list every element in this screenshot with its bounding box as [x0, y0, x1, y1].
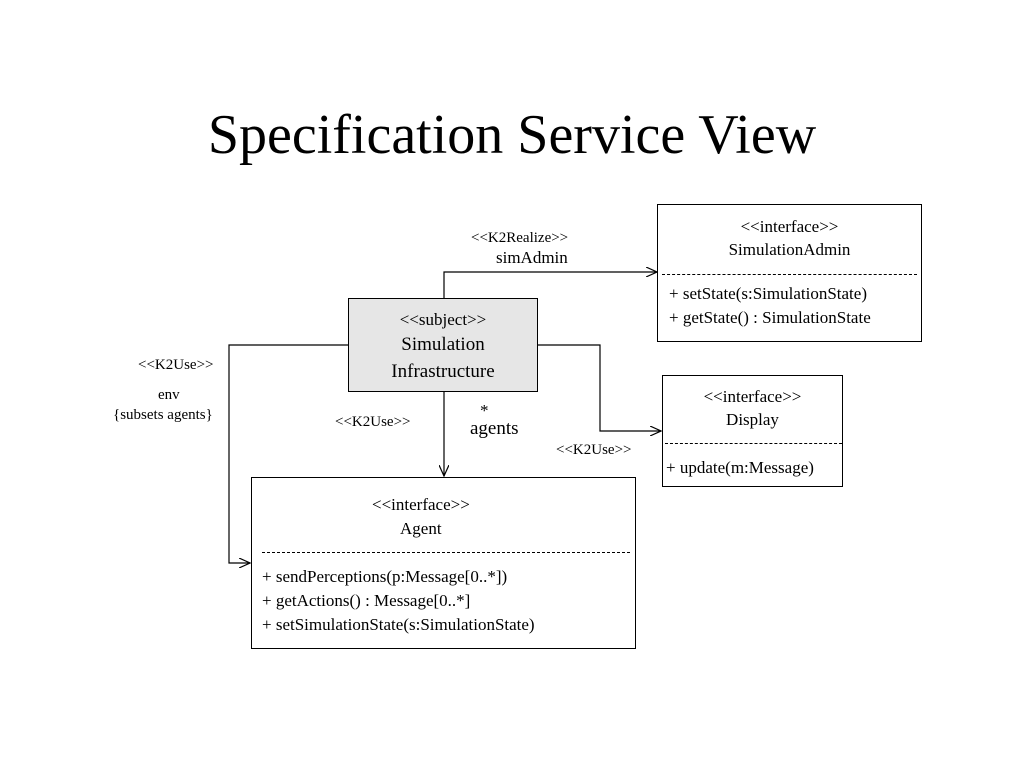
- subject-stereotype: <<subject>>: [399, 310, 487, 329]
- agent-divider: [262, 552, 630, 553]
- page-title: Specification Service View: [207, 104, 817, 166]
- subject-name-line1: Simulation: [401, 334, 485, 355]
- agents-role-label: agents: [470, 418, 519, 439]
- simulation-admin-stereotype: <<interface>>: [740, 217, 839, 236]
- agent-name: Agent: [400, 519, 442, 538]
- display-box[interactable]: <<interface>> Display + update(m:Message…: [662, 375, 843, 487]
- realize-role-label: simAdmin: [496, 248, 568, 267]
- agent-stereotype: <<interface>>: [372, 495, 470, 514]
- agents-multiplicity-label: *: [480, 401, 489, 420]
- simulation-admin-operation: + getState() : SimulationState: [669, 308, 871, 327]
- display-name: Display: [726, 410, 779, 429]
- display-stereotype-label: <<K2Use>>: [556, 442, 632, 458]
- realize-stereotype-label: <<K2Realize>>: [471, 230, 569, 246]
- agent-operation: + getActions() : Message[0..*]: [262, 591, 471, 610]
- agents-stereotype-label: <<K2Use>>: [335, 414, 411, 430]
- subject-box[interactable]: <<subject>> Simulation Infrastructure: [348, 298, 538, 392]
- simulation-admin-box[interactable]: <<interface>> SimulationAdmin + setState…: [657, 204, 922, 342]
- env-role-label: env: [158, 387, 180, 403]
- env-constraint-label: {subsets agents}: [113, 407, 213, 423]
- display-operation: + update(m:Message): [666, 458, 814, 477]
- simulation-admin-name: SimulationAdmin: [728, 240, 851, 259]
- simulation-admin-divider: [662, 274, 917, 275]
- agent-box[interactable]: <<interface>> Agent + sendPerceptions(p:…: [251, 477, 636, 649]
- display-divider: [665, 443, 842, 444]
- agent-operation: + sendPerceptions(p:Message[0..*]): [262, 567, 508, 586]
- env-stereotype-label: <<K2Use>>: [138, 357, 214, 373]
- simulation-admin-operation: + setState(s:SimulationState): [669, 284, 867, 303]
- realize-link: [443, 272, 657, 298]
- display-link: [537, 344, 661, 431]
- subject-name-line2: Infrastructure: [391, 361, 495, 382]
- agent-operation: + setSimulationState(s:SimulationState): [262, 615, 535, 634]
- display-stereotype: <<interface>>: [703, 387, 802, 406]
- env-link: [228, 344, 348, 563]
